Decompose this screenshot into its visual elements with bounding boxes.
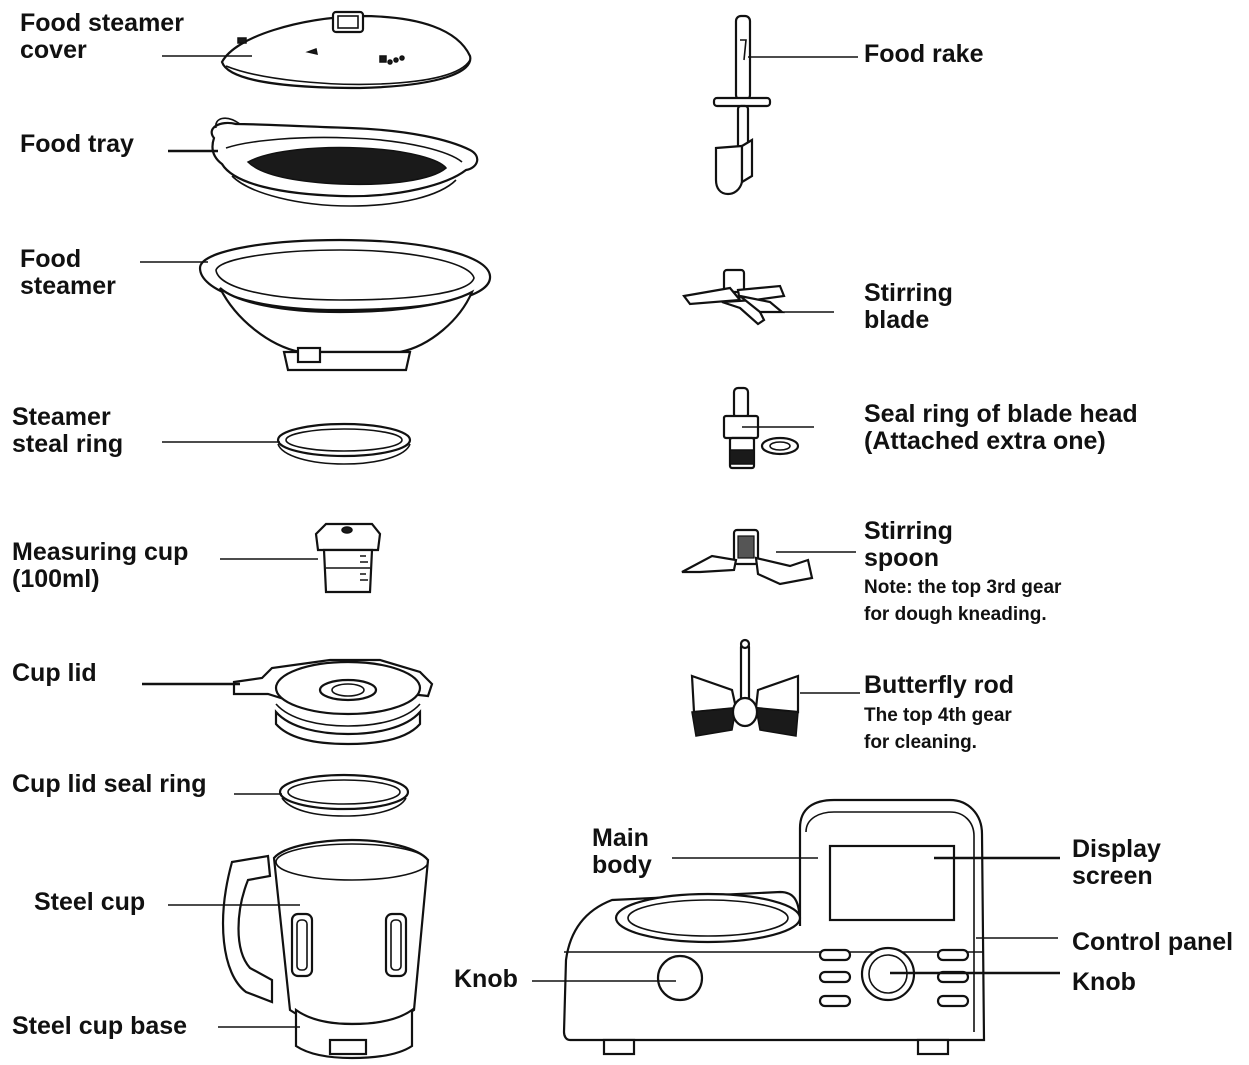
cup-lid-seal-ring-illustration (278, 773, 410, 817)
label-main-body: Main body (592, 824, 652, 879)
label-blade-head-seal-ring: Seal ring of blade head (Attached extra … (864, 400, 1138, 455)
label-steel-cup: Steel cup (34, 888, 146, 916)
label-steamer-seal-ring: Steamer steal ring (12, 403, 124, 458)
cup-lid-illustration (232, 658, 434, 746)
food-rake-illustration (712, 14, 772, 196)
measuring-cup-illustration (314, 522, 382, 594)
note-butterfly-rod: The top 4th gear for cleaning. (864, 705, 1012, 753)
label-knob-left: Knob (454, 965, 518, 993)
label-cup-lid: Cup lid (12, 659, 97, 687)
label-measuring-cup: Measuring cup (100ml) (12, 538, 189, 593)
label-control-panel: Control panel (1072, 928, 1234, 956)
stirring-spoon-illustration (681, 528, 814, 586)
label-stirring-blade: Stirring blade (864, 279, 953, 334)
butterfly-rod-illustration (690, 638, 800, 737)
label-food-steamer: Food steamer (20, 245, 116, 300)
label-steel-cup-base: Steel cup base (12, 1012, 188, 1040)
steamer-cover-illustration (220, 10, 472, 90)
label-cup-lid-seal-ring: Cup lid seal ring (12, 770, 207, 798)
steamer-seal-ring-illustration (276, 422, 412, 465)
label-butterfly-rod: Butterfly rod (864, 671, 1014, 699)
blade-head-seal-ring-illustration (722, 386, 800, 470)
steel-cup-illustration (221, 838, 430, 1060)
label-steamer-cover: Food steamer cover (20, 9, 184, 64)
main-body-illustration (562, 798, 986, 1056)
label-food-rake: Food rake (864, 40, 984, 68)
note-stirring-spoon: Note: the top 3rd gear for dough kneadin… (864, 577, 1062, 625)
food-tray-illustration (210, 117, 479, 207)
label-food-tray: Food tray (20, 130, 134, 158)
food-steamer-illustration (198, 238, 492, 372)
label-knob-right: Knob (1072, 968, 1136, 996)
label-display-screen: Display screen (1072, 835, 1161, 890)
stirring-blade-illustration (682, 268, 786, 326)
label-stirring-spoon: Stirring spoon (864, 517, 953, 572)
